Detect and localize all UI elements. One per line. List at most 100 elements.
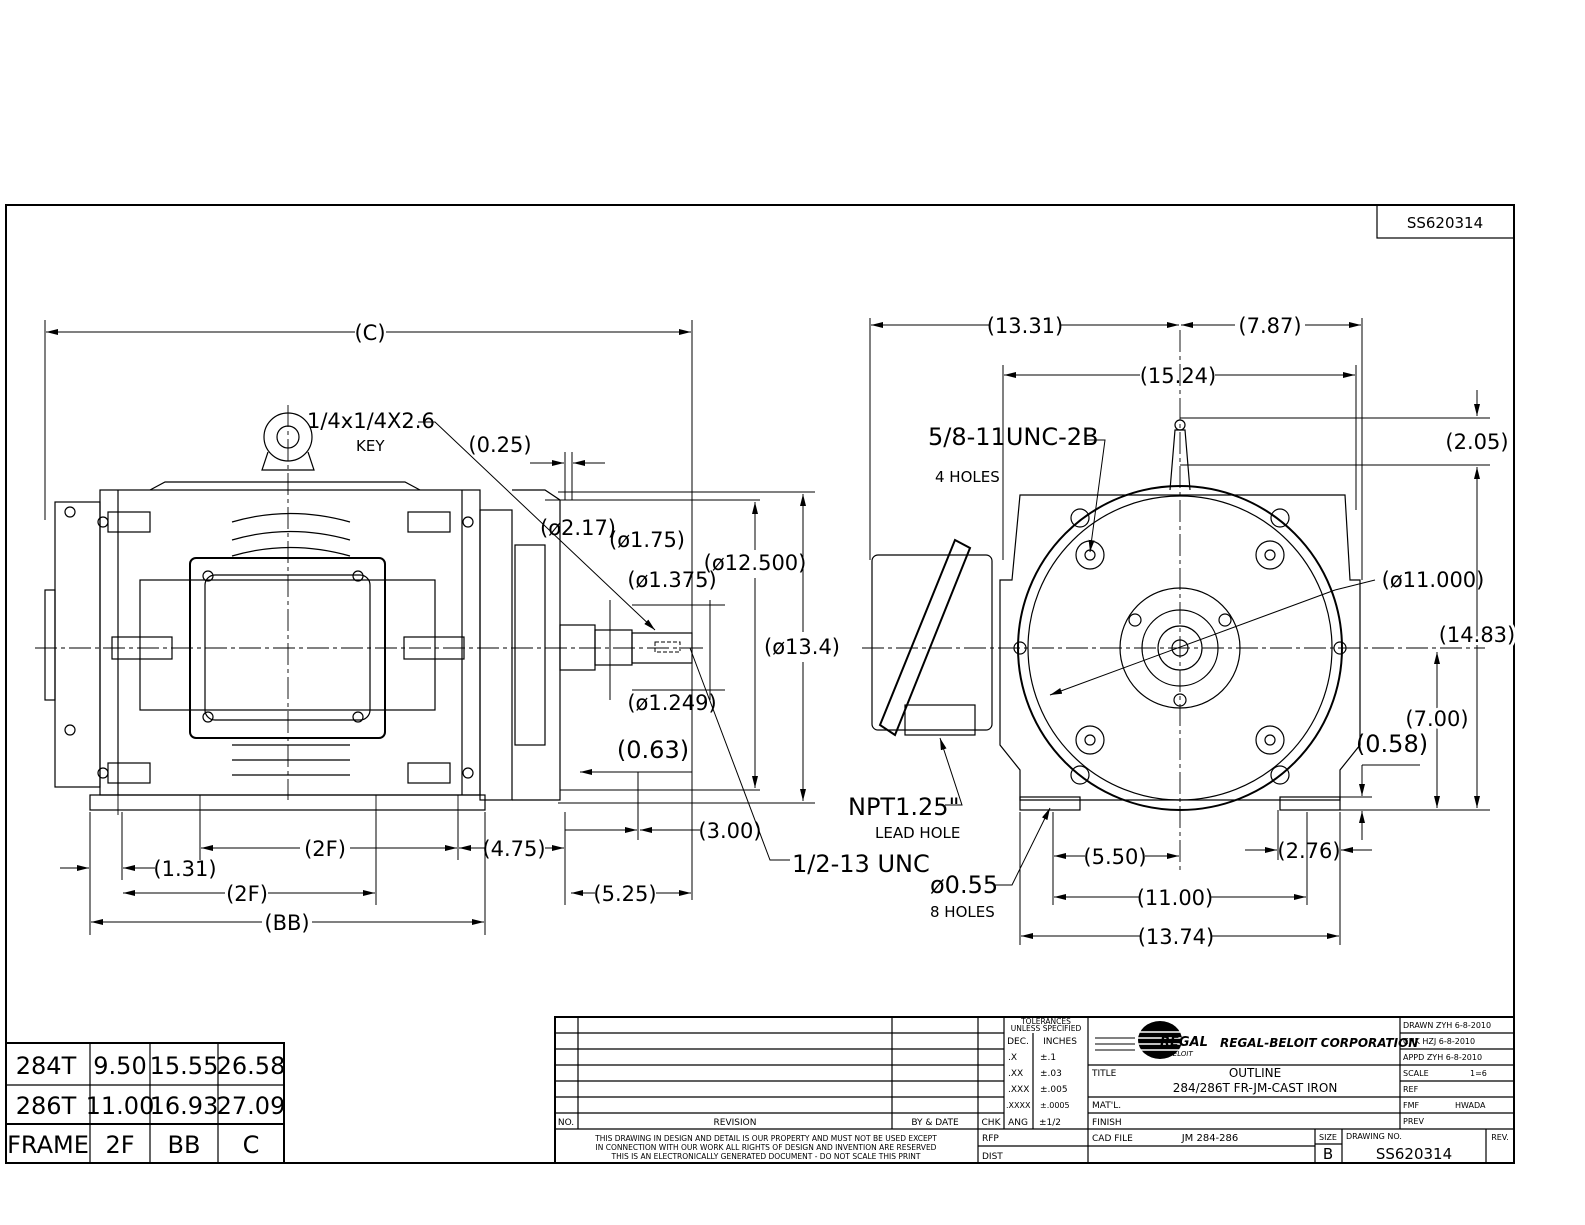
drawing-id-box (1376, 204, 1515, 239)
company-name: REGAL-BELOIT CORPORATION (1220, 1036, 1418, 1050)
finish-label: FINISH (1092, 1118, 1122, 1128)
key-label: KEY (356, 437, 385, 455)
front-view: (13.31) (7.87) (15.24) 5/8-11UNC-2B 4 HO… (848, 314, 1518, 949)
tol-row-3-key: .XXXX (1006, 1101, 1031, 1110)
side-view: (C) 1/4x1/4X2.6 KEY (0.25) (ø2.17) (ø1.7… (35, 320, 930, 935)
dim-2-05: (2.05) (1445, 430, 1508, 454)
frame-row-0-col-2: 15.55 (150, 1052, 219, 1080)
tol-row-1-val: ±.03 (1040, 1069, 1062, 1079)
chk-info: CHK HZJ 6-8-2010 (1403, 1037, 1475, 1046)
tol-title: TOLERANCES (1020, 1017, 1071, 1026)
title-label: TITLE (1091, 1069, 1117, 1079)
dim-d1-249: (ø1.249) (627, 691, 716, 715)
title-block: NO. REVISION BY & DATE CHK THIS DRAWING … (554, 1016, 1515, 1164)
frame-row-1-col-1: 11.00 (86, 1092, 155, 1120)
frame-row-0-col-0: 284T (16, 1052, 77, 1080)
drawing-no: SS620314 (1376, 1145, 1452, 1163)
size-value: B (1323, 1145, 1333, 1163)
size-label: SIZE (1319, 1133, 1337, 1142)
dim-7-87: (7.87) (1238, 314, 1301, 338)
appd-info: APPD ZYH 6-8-2010 (1403, 1053, 1482, 1062)
cad-label: CAD FILE (1092, 1134, 1133, 1144)
dim-13-74: (13.74) (1138, 925, 1215, 949)
tol-ang: ANG (1008, 1118, 1028, 1128)
notice-2: IN CONNECTION WITH OUR WORK ALL RIGHTS O… (596, 1143, 937, 1152)
logo-sub: BELOIT (1168, 1050, 1193, 1058)
fmf-value: HWADA (1455, 1101, 1486, 1110)
tol-subtitle: UNLESS SPECIFIED (1011, 1024, 1082, 1033)
dim-1-31: (1.31) (153, 857, 216, 881)
matl-label: MAT'L. (1092, 1101, 1121, 1111)
dim-2f-lower: (2F) (226, 882, 268, 906)
col-no: NO. (558, 1118, 574, 1128)
dim-14-83: (14.83) (1439, 623, 1516, 647)
dim-0-25: (0.25) (468, 433, 531, 457)
frame-row-1-col-3: 27.09 (217, 1092, 286, 1120)
dim-11-00: (11.00) (1137, 886, 1214, 910)
col-revision: REVISION (714, 1118, 757, 1128)
logo-text: REGAL (1160, 1035, 1208, 1050)
dim-5-50: (5.50) (1083, 845, 1146, 869)
dim-d2-17: (ø2.17) (540, 516, 616, 540)
frame-row-1-col-0: 286T (16, 1092, 77, 1120)
dim-2f-upper: (2F) (304, 837, 346, 861)
key-spec: 1/4x1/4X2.6 (307, 409, 435, 433)
frame-row-0-col-3: 26.58 (217, 1052, 286, 1080)
col-by-date: BY & DATE (911, 1118, 959, 1128)
cad-file: JM 284-286 (1181, 1133, 1239, 1144)
dim-3-00: (3.00) (698, 819, 761, 843)
frame-row-2-col-1: 2F (105, 1131, 134, 1159)
frame-row-2-col-2: BB (168, 1131, 201, 1159)
thread-holes: 4 HOLES (935, 468, 1000, 486)
ref-label: REF (1403, 1085, 1419, 1094)
dim-d1-375: (ø1.375) (627, 568, 716, 592)
prev-label: PREV (1403, 1117, 1424, 1126)
tol-ang-val: ±1/2 (1039, 1118, 1061, 1128)
drawn-info: DRAWN ZYH 6-8-2010 (1403, 1021, 1491, 1030)
tol-inches: INCHES (1043, 1037, 1077, 1047)
title-line-1: OUTLINE (1229, 1066, 1281, 1080)
tol-row-3-val: ±.0005 (1040, 1101, 1070, 1110)
hole-count: 8 HOLES (930, 903, 995, 921)
dim-7-00: (7.00) (1405, 707, 1468, 731)
rev-label: REV. (1491, 1133, 1509, 1142)
regal-beloit-logo: REGAL BELOIT (1095, 1021, 1208, 1059)
dim-0-63: (0.63) (617, 736, 689, 764)
drawing-no-label: DRAWING NO. (1346, 1132, 1402, 1141)
fmf-label: FMF (1403, 1101, 1420, 1110)
frame-row-0-col-1: 9.50 (93, 1052, 146, 1080)
thread-1-2-13-unc: 1/2-13 UNC (792, 850, 930, 878)
npt-label: LEAD HOLE (875, 824, 960, 842)
tol-dec: DEC. (1007, 1037, 1029, 1047)
dim-d1-75: (ø1.75) (609, 528, 685, 552)
hole-dia: ø0.55 (930, 871, 998, 899)
col-chk: CHK (982, 1118, 1002, 1128)
dim-bb: (BB) (264, 911, 309, 935)
dim-4-75: (4.75) (482, 837, 545, 861)
frame-row-2-col-3: C (243, 1131, 260, 1159)
dim-13-31: (13.31) (987, 314, 1064, 338)
dim-d11-000: (ø11.000) (1382, 568, 1485, 592)
sheet-border (5, 204, 1515, 1164)
tol-row-0-key: .X (1008, 1053, 1017, 1063)
scale-label: SCALE (1403, 1069, 1429, 1078)
tol-row-2-key: .XXX (1008, 1085, 1029, 1095)
tol-row-1-key: .XX (1008, 1069, 1023, 1079)
thread-5-8-11unc: 5/8-11UNC-2B (928, 423, 1099, 451)
drawing-id-top: SS620314 (1407, 214, 1483, 232)
dim-2-76: (2.76) (1277, 839, 1340, 863)
notice-3: THIS IS AN ELECTRONICALLY GENERATED DOCU… (611, 1152, 921, 1161)
npt-lead-hole: NPT1.25" (848, 793, 960, 821)
dim-15-24: (15.24) (1140, 364, 1217, 388)
dim-0-58: (0.58) (1356, 730, 1428, 758)
dist-label: DIST (982, 1152, 1003, 1162)
dim-d12-500: (ø12.500) (704, 551, 807, 575)
frame-row-2-col-0: FRAME (7, 1131, 89, 1159)
dim-c: (C) (354, 321, 385, 345)
scale-value: 1=6 (1470, 1069, 1487, 1078)
tol-row-0-val: ±.1 (1040, 1053, 1056, 1063)
notice-1: THIS DRAWING IN DESIGN AND DETAIL IS OUR… (594, 1134, 937, 1143)
title-line-2: 284/286T FR-JM-CAST IRON (1173, 1081, 1338, 1095)
dim-5-25: (5.25) (593, 882, 656, 906)
